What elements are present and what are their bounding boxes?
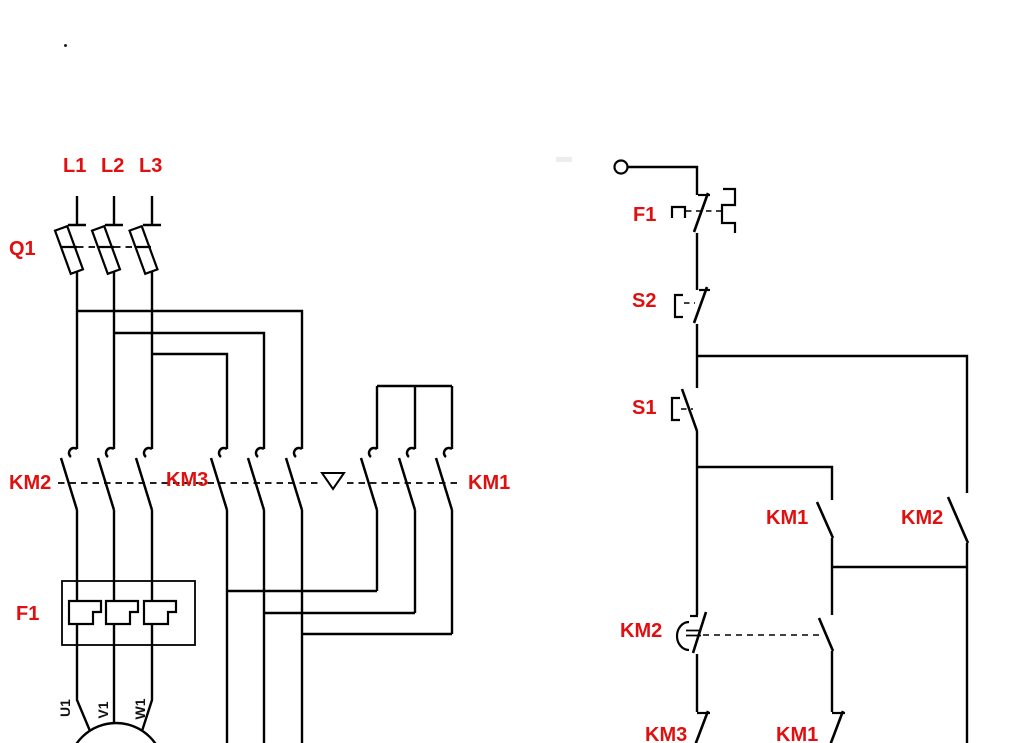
label-motor-terminal-w1: W1 [132,698,148,720]
label-start-s1: S1 [632,397,657,419]
label-contactor-km1: KM1 [468,472,511,494]
label-interlock-km1: KM1 [776,724,819,743]
branch-wire-seal [697,465,834,500]
delta-symbol-icon [320,472,346,491]
label-motor-terminal-u1: U1 [57,699,73,717]
label-control-f1: F1 [633,204,657,226]
stray-dot [64,44,67,47]
km2-output-wires [75,510,154,601]
interlock-km1-icon [829,710,845,743]
feeder-wires [75,271,304,449]
changeover-km2-icon [675,611,835,654]
stop-button-s2-icon [673,286,710,324]
label-motor-terminal-v1: V1 [95,701,111,719]
label-aux-km2: KM2 [901,507,944,529]
contact-linkage-dashed [58,472,462,491]
aux-contact-km2-icon [946,496,970,544]
label-phase-l2: L2 [101,155,125,177]
breaker-q1-icon [53,224,159,276]
seal-contact-km1-icon [815,501,835,539]
star-bridge-wire [375,384,454,449]
label-phase-l1: L1 [63,155,87,177]
label-contactor-km3: KM3 [166,469,209,491]
phase-terminal-icons [68,196,161,227]
motor-icon [75,721,157,743]
stray-smear [556,157,572,162]
overload-contact-f1-icon [670,187,737,233]
power-circuit [53,196,462,743]
label-contactor-km2: KM2 [9,472,52,494]
supply-terminal-icon [613,159,629,175]
branch-wire-top [697,354,969,493]
label-seal-km1: KM1 [766,507,809,529]
interlock-km3-icon [694,710,710,743]
delta-junction-wires [225,510,454,743]
control-circuit [613,159,970,743]
overload-relay-f1-icon [61,580,196,646]
label-interlock-km3: KM3 [645,724,688,743]
label-breaker-q1: Q1 [9,238,36,260]
label-stop-s2: S2 [632,290,657,312]
label-overload-f1: F1 [16,603,40,625]
label-changeover-km2: KM2 [620,620,663,642]
motor-lead-wires [75,624,154,732]
start-button-s1-icon [670,388,699,432]
main-contact-icons [59,446,454,511]
supply-wire [628,165,699,195]
label-phase-l3: L3 [139,155,163,177]
